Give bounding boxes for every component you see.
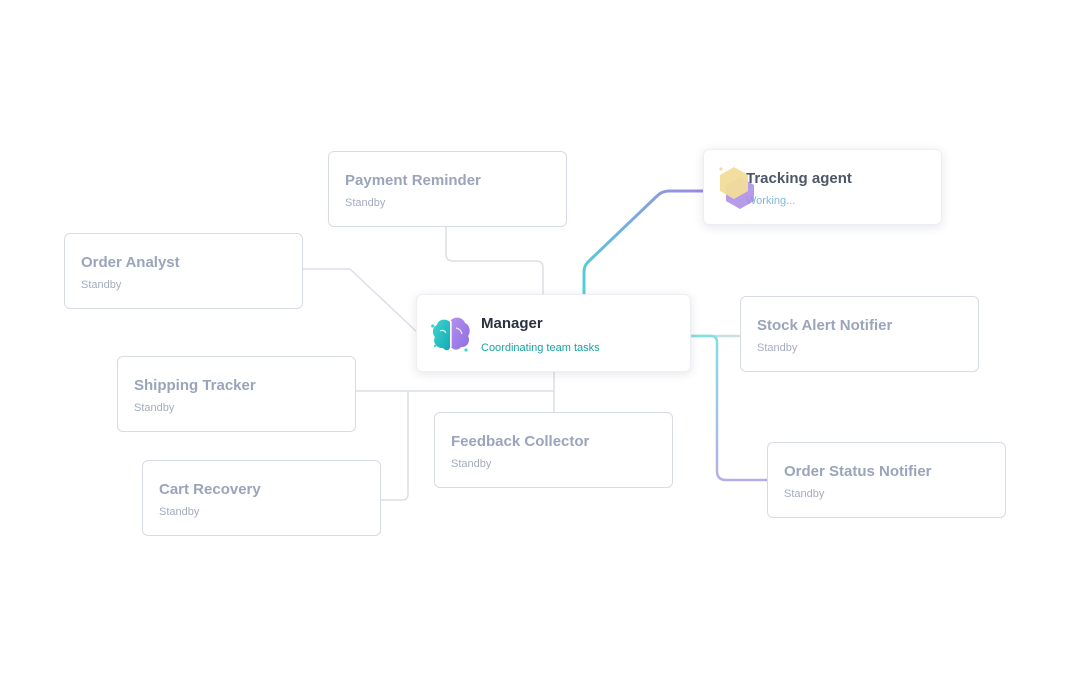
agent-card-stock-alert-notifier[interactable]: Stock Alert Notifier Standby [740, 296, 979, 372]
connector-payment-reminder [445, 227, 544, 295]
agent-title: Shipping Tracker [134, 377, 256, 394]
agent-title: Stock Alert Notifier [757, 317, 893, 334]
agent-card-order-status-notifier[interactable]: Order Status Notifier Standby [767, 442, 1006, 518]
agent-title: Cart Recovery [159, 481, 261, 498]
agent-card-tracking-agent[interactable]: Tracking agent Working... [703, 149, 942, 225]
agent-title: Feedback Collector [451, 433, 590, 450]
agent-status: Standby [784, 488, 825, 500]
connector-order-analyst [303, 268, 419, 334]
manager-card[interactable]: Manager Coordinating team tasks [416, 294, 691, 372]
manager-status: Coordinating team tasks [481, 342, 600, 354]
agent-card-cart-recovery[interactable]: Cart Recovery Standby [142, 460, 381, 536]
agent-card-shipping-tracker[interactable]: Shipping Tracker Standby [117, 356, 356, 432]
agent-status: Standby [345, 197, 386, 209]
connector-cart-recovery [381, 391, 409, 501]
agent-card-feedback-collector[interactable]: Feedback Collector Standby [434, 412, 673, 488]
agent-title: Order Analyst [81, 254, 180, 271]
agent-status: Standby [159, 506, 200, 518]
agent-status: Working... [746, 195, 796, 207]
agent-title: Payment Reminder [345, 172, 481, 189]
agent-title: Tracking agent [746, 170, 852, 187]
agent-title: Order Status Notifier [784, 463, 932, 480]
connector-shipping-tracker [356, 372, 555, 392]
agent-status: Standby [81, 279, 122, 291]
connector-order-status-notifier [690, 334, 767, 482]
agent-status: Standby [757, 342, 798, 354]
agent-status: Standby [134, 402, 175, 414]
hexagon-icon [719, 167, 754, 209]
brain-icon [431, 317, 470, 352]
agent-card-order-analyst[interactable]: Order Analyst Standby [64, 233, 303, 309]
manager-title: Manager [481, 315, 543, 332]
agent-status: Standby [451, 458, 492, 470]
agent-card-payment-reminder[interactable]: Payment Reminder Standby [328, 151, 567, 227]
connector-tracking-agent [582, 189, 703, 294]
